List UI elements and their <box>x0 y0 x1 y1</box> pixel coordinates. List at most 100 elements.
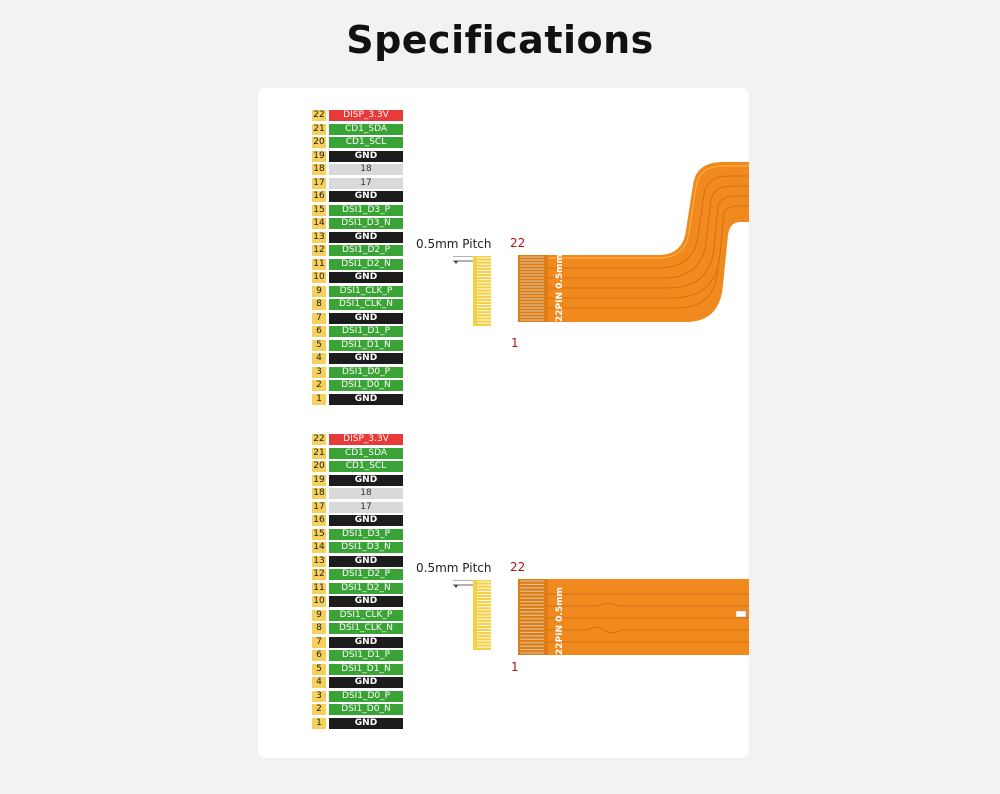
pin-signal: CD1_SDA <box>329 447 403 459</box>
cable-label: 22PIN 0.5mm <box>555 254 565 322</box>
pin-number: 22 <box>312 434 326 445</box>
pin-number: 21 <box>312 123 326 135</box>
pin-signal: DSI1_D3_P <box>329 528 403 540</box>
pin-signal: DSI1_CLK_N <box>329 299 403 310</box>
pin-number: 22 <box>312 110 326 121</box>
pin-number: 19 <box>312 150 326 162</box>
pin-number: 18 <box>312 488 326 499</box>
pin-number: 18 <box>312 164 326 175</box>
pin-number: 1 <box>312 393 326 405</box>
pin-signal: GND <box>329 231 403 243</box>
pin-number: 13 <box>312 231 326 243</box>
pin-signal: DSI1_D0_P <box>329 690 403 702</box>
pin-signal: GND <box>329 677 403 688</box>
pin-number: 14 <box>312 218 326 229</box>
pin-number: 3 <box>312 366 326 378</box>
pin-signal: DSI1_D3_N <box>329 542 403 553</box>
pin-number: 7 <box>312 636 326 648</box>
pin-signal: 18 <box>329 488 403 499</box>
pin-signal: GND <box>329 555 403 567</box>
pin-number: 4 <box>312 677 326 688</box>
pin-signal: GND <box>329 596 403 607</box>
pin-number: 14 <box>312 542 326 553</box>
pin-signal: DSI1_D1_N <box>329 663 403 675</box>
pin-signal: DSI1_D3_N <box>329 218 403 229</box>
pin-signal: DISP_3.3V <box>329 110 403 121</box>
pin-signal: DSI1_D3_P <box>329 204 403 216</box>
pin-number: 11 <box>312 258 326 270</box>
pin-signal: DSI1_D0_P <box>329 366 403 378</box>
pin-number: 19 <box>312 474 326 486</box>
pin-signal: GND <box>329 474 403 486</box>
pin-number: 6 <box>312 650 326 661</box>
pin-signal: DSI1_D2_N <box>329 582 403 594</box>
pin-number: 21 <box>312 447 326 459</box>
pin-number: 12 <box>312 245 326 256</box>
pin-number: 11 <box>312 582 326 594</box>
pitch-label: 0.5mm Pitch <box>416 237 492 251</box>
pin-signal: DSI1_D2_N <box>329 258 403 270</box>
pin-signal: CD1_SDA <box>329 123 403 135</box>
pin-signal: GND <box>329 636 403 648</box>
pin-signal: DSI1_D1_P <box>329 326 403 337</box>
pin-number: 13 <box>312 555 326 567</box>
pin-number: 3 <box>312 690 326 702</box>
pin-number: 15 <box>312 528 326 540</box>
pin-signal: 18 <box>329 164 403 175</box>
pin-signal: DSI1_D0_N <box>329 704 403 715</box>
pin-number: 16 <box>312 191 326 202</box>
pin-number: 17 <box>312 501 326 513</box>
pitch-connector-graphic <box>453 256 491 326</box>
pin-number: 2 <box>312 704 326 715</box>
pin-number: 5 <box>312 339 326 351</box>
pin-number: 4 <box>312 353 326 364</box>
pin-signal: 17 <box>329 177 403 189</box>
pin-signal: DSI1_D2_P <box>329 245 403 256</box>
pin-number: 2 <box>312 380 326 391</box>
pin-signal: CD1_SCL <box>329 461 403 472</box>
pin-number: 5 <box>312 663 326 675</box>
pin-number: 17 <box>312 177 326 189</box>
page-title: Specifications <box>346 18 654 62</box>
pin-signal: DISP_3.3V <box>329 434 403 445</box>
pin-number: 9 <box>312 609 326 621</box>
pin-signal: DSI1_CLK_P <box>329 285 403 297</box>
pin-signal: GND <box>329 272 403 283</box>
